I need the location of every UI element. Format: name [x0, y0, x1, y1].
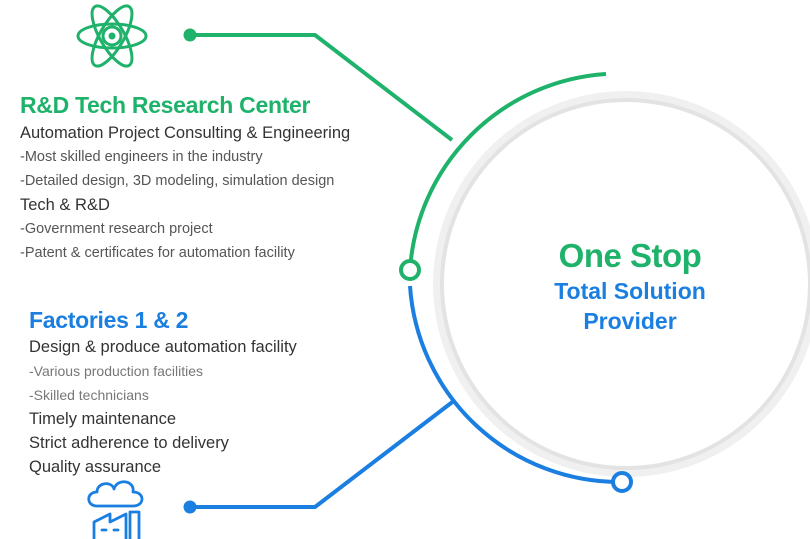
- blue-dot: [183, 500, 197, 514]
- blue-ring-node: [611, 471, 633, 493]
- rnd-title: R&D Tech Research Center: [20, 92, 311, 118]
- rnd-line: -Detailed design, 3D modeling, simulatio…: [20, 173, 335, 189]
- factories-line: Quality assurance: [29, 458, 162, 476]
- rnd-line: -Patent & certificates for automation fa…: [20, 245, 295, 261]
- center-subtitle-line2: Provider: [583, 308, 677, 334]
- center-subtitle-line1: Total Solution: [554, 278, 706, 304]
- rnd-section: R&D Tech Research Center Automation Proj…: [20, 91, 350, 265]
- atom-icon: [76, 4, 148, 68]
- factories-line: -Various production facilities: [29, 363, 204, 379]
- factories-line: Design & produce automation facility: [29, 338, 297, 356]
- rnd-line: -Government research project: [20, 221, 213, 237]
- rnd-line: -Most skilled engineers in the industry: [20, 149, 263, 165]
- factory-icon: [87, 480, 144, 539]
- rnd-line: Tech & R&D: [20, 196, 110, 214]
- center-ring: [440, 98, 810, 470]
- green-arc: [408, 72, 607, 271]
- factories-lines: Design & produce automation facility -Va…: [29, 335, 297, 479]
- factories-line: -Skilled technicians: [29, 387, 149, 403]
- center-title: One Stop: [558, 237, 702, 274]
- green-connector-line: [190, 33, 454, 142]
- blue-connector-line: [190, 398, 457, 509]
- rnd-line: Automation Project Consulting & Engineer…: [20, 124, 351, 142]
- rnd-lines: Automation Project Consulting & Engineer…: [20, 121, 350, 265]
- blue-arc: [408, 285, 621, 485]
- center-subtitle: Total Solution Provider: [510, 276, 750, 336]
- green-dot: [183, 28, 197, 42]
- factories-title: Factories 1 & 2: [29, 307, 189, 333]
- factories-section: Factories 1 & 2 Design & produce automat…: [29, 306, 297, 479]
- factories-line: Strict adherence to delivery: [29, 434, 229, 452]
- factories-line: Timely maintenance: [29, 410, 177, 428]
- green-ring-node: [399, 259, 421, 281]
